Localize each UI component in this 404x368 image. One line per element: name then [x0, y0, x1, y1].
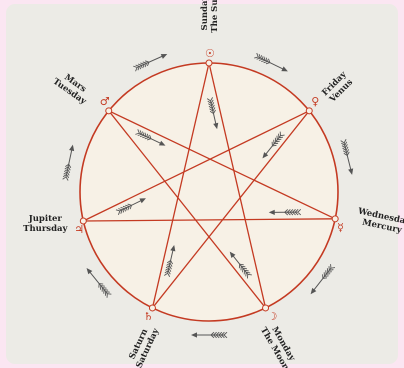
jupiter-label-secondary: Thursday [23, 224, 68, 234]
sun-symbol: ☉ [205, 47, 215, 60]
sun-dot [206, 60, 212, 66]
jupiter-symbol: ♃ [74, 223, 84, 236]
venus-dot [306, 108, 312, 114]
sun-label-secondary: The Sun [210, 0, 220, 33]
venus-symbol: ♀ [311, 95, 319, 108]
mercury-symbol: ☿ [337, 221, 344, 234]
jupiter-label-primary: Jupiter [28, 214, 63, 224]
mars-dot [106, 108, 112, 114]
saturn-symbol: ♄ [143, 310, 153, 323]
mars-symbol: ♂ [100, 95, 110, 108]
sun-label-primary: Sunday [200, 0, 210, 30]
moon-symbol: ☽ [268, 310, 278, 323]
